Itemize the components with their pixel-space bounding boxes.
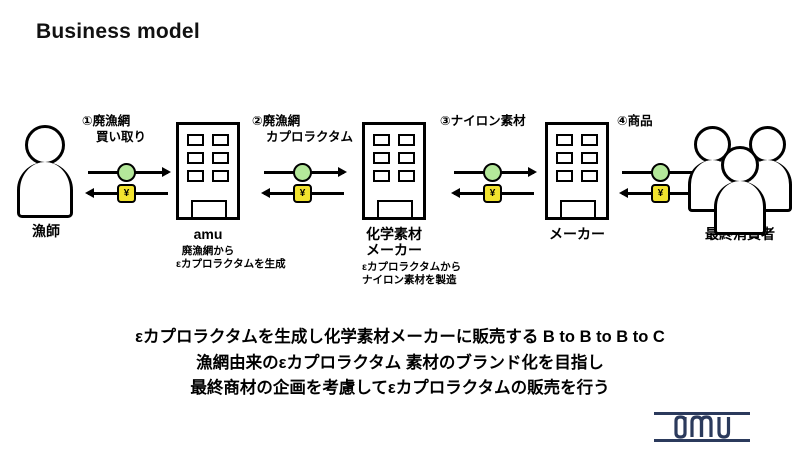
goods-token-icon	[293, 162, 312, 182]
node-label-amu: amu	[193, 226, 223, 242]
step-1-line2: 買い取り	[96, 130, 147, 145]
money-token-icon: ¥	[483, 183, 502, 203]
goods-token-icon	[651, 162, 670, 182]
arrow-head-left	[261, 187, 270, 198]
amu-logo	[654, 409, 750, 445]
summary-text: εカプロラクタムを生成し化学素材メーカーに販売する B to B to B to…	[0, 325, 800, 402]
label-line: メーカー	[366, 242, 422, 259]
person-head	[25, 125, 65, 165]
money-token-icon: ¥	[117, 183, 136, 203]
window	[187, 152, 204, 164]
window	[398, 134, 415, 146]
people-group-icon	[688, 124, 792, 235]
window	[212, 170, 229, 182]
building-icon	[362, 122, 426, 220]
arrow-head-left	[451, 187, 460, 198]
sublabel-line: εカプロラクタムを生成	[176, 258, 286, 271]
node-manufacturer: メーカー	[545, 122, 609, 242]
window	[581, 134, 598, 146]
page-title: Business model	[36, 20, 200, 43]
goods-arrow-3	[452, 162, 537, 182]
goods-arrow-2	[262, 162, 347, 182]
window	[373, 170, 390, 182]
exchange-2: ¥	[261, 162, 347, 205]
window	[556, 134, 573, 146]
window	[398, 170, 415, 182]
node-amu: amu 廃漁網から εカプロラクタムを生成	[176, 122, 286, 271]
money-arrow-1: ¥	[85, 183, 170, 203]
person-body	[17, 162, 73, 218]
arrow-head-right	[338, 166, 347, 177]
money-arrow-2: ¥	[261, 183, 346, 203]
sublabel-line: 廃漁網から	[181, 245, 235, 258]
goods-token-icon	[483, 162, 502, 182]
step-2-line1: ②廃漁網	[252, 114, 301, 128]
sublabel-line: ナイロン素材を製造	[362, 274, 457, 287]
node-chemical-maker: 化学素材 メーカー εカプロラクタムから ナイロン素材を製造	[362, 122, 462, 287]
money-token-icon: ¥	[293, 183, 312, 203]
person-icon	[14, 125, 76, 218]
arrow-head-right	[162, 166, 171, 177]
window	[556, 152, 573, 164]
node-label-chemical-maker: 化学素材 メーカー	[362, 226, 426, 258]
step-1-line1: ①廃漁網	[82, 114, 131, 128]
node-sublabel-amu: 廃漁網から εカプロラクタムを生成	[176, 245, 286, 271]
building-icon	[176, 122, 240, 220]
money-token-icon: ¥	[651, 183, 670, 203]
window	[212, 134, 229, 146]
node-end-consumer: 最終消費者	[688, 124, 792, 242]
node-label-manufacturer: メーカー	[549, 226, 605, 242]
goods-token-icon	[117, 162, 136, 182]
node-fisherman: 漁師	[14, 125, 78, 239]
amu-logo-mark	[654, 412, 750, 442]
window	[373, 134, 390, 146]
person-body	[714, 181, 766, 235]
window	[581, 152, 598, 164]
step-label-4: ④商品	[617, 113, 653, 129]
step-2-line2: カプロラクタム	[266, 130, 354, 145]
window	[398, 152, 415, 164]
exchange-1: ¥	[85, 162, 171, 205]
building-door	[377, 200, 413, 217]
step-label-2: ②廃漁網 カプロラクタム	[252, 113, 353, 146]
person-head	[721, 146, 759, 184]
arrow-head-left	[85, 187, 94, 198]
money-arrow-4: ¥	[619, 183, 704, 203]
node-sublabel-chemical-maker: εカプロラクタムから ナイロン素材を製造	[362, 261, 462, 287]
step-4-line1: ④商品	[617, 114, 653, 128]
label-line: 化学素材	[366, 226, 422, 242]
building-door	[560, 200, 596, 217]
summary-line-2: 漁網由来のεカプロラクタム 素材のブランド化を目指し	[196, 353, 604, 372]
step-label-3: ③ナイロン素材	[440, 113, 526, 129]
window	[373, 152, 390, 164]
sublabel-line: εカプロラクタムから	[362, 261, 462, 274]
window	[187, 134, 204, 146]
summary-line-3: 最終商材の企画を考慮してεカプロラクタムの販売を行う	[190, 379, 610, 398]
money-arrow-3: ¥	[451, 183, 536, 203]
building-windows	[373, 134, 415, 182]
window	[581, 170, 598, 182]
goods-arrow-1	[86, 162, 171, 182]
building-door	[191, 200, 227, 217]
window	[212, 152, 229, 164]
arrow-head-right	[528, 166, 537, 177]
node-label-fisherman: 漁師	[32, 223, 60, 239]
building-windows	[556, 134, 598, 182]
building-icon	[545, 122, 609, 220]
window	[187, 170, 204, 182]
exchange-3: ¥	[451, 162, 537, 205]
building-windows	[187, 134, 229, 182]
arrow-head-left	[619, 187, 628, 198]
window	[556, 170, 573, 182]
summary-line-1: εカプロラクタムを生成し化学素材メーカーに販売する B to B to B to…	[135, 328, 665, 346]
step-3-line1: ③ナイロン素材	[440, 114, 526, 128]
step-label-1: ①廃漁網 買い取り	[82, 113, 146, 146]
